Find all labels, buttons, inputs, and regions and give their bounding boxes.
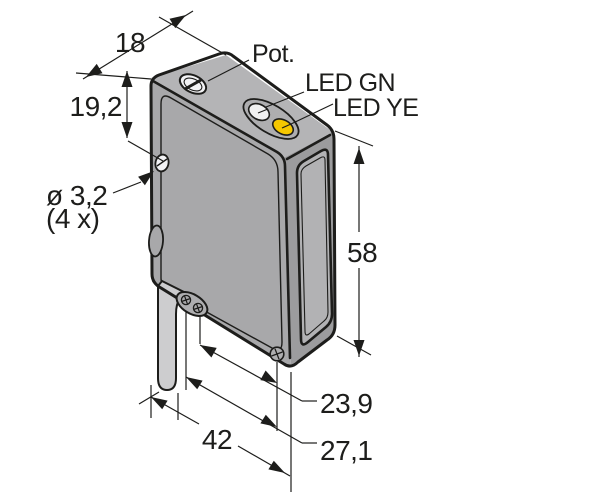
pot-hole: [178, 73, 208, 95]
dimension-23-9: 23,9: [199, 344, 373, 419]
dim-hole-dia-label: ø 3,2: [46, 180, 107, 211]
gland-screw: [192, 302, 204, 314]
dim-arrow: [169, 15, 186, 29]
dim-18-label: 18: [115, 27, 145, 58]
dim-arrow: [353, 340, 365, 356]
led-ye-label: LED YE: [333, 94, 418, 122]
extension-line: [336, 335, 372, 356]
extension-line: [138, 391, 160, 405]
gland-screw: [180, 294, 192, 306]
dim-58-label: 58: [347, 237, 377, 268]
dim-27-1-label: 27,1: [320, 435, 373, 466]
dimension-19-2: 19,2: [70, 71, 133, 138]
body-outline: [149, 51, 337, 368]
led-green: [247, 102, 271, 122]
pot-label: Pot.: [252, 40, 294, 68]
mounting-slot: [148, 224, 164, 258]
dim-arrow: [121, 71, 133, 87]
dim-arrow: [353, 148, 365, 164]
dim-hole-qty-label: (4 x): [46, 203, 100, 234]
dim-arrow: [151, 397, 168, 410]
dimension-layer: 18 19,2 ø 3,2 (4 x) 58: [46, 10, 419, 492]
dimension-18: 18: [82, 10, 194, 80]
dim-19-2-label: 19,2: [70, 91, 123, 122]
corner-screw: [269, 346, 285, 362]
cable-gland: [175, 291, 209, 317]
callout-led-ye: LED YE: [290, 94, 419, 125]
extension-line: [334, 130, 374, 147]
edge-top-side: [285, 133, 332, 161]
dim-arrow: [268, 460, 285, 473]
dim-arrow: [86, 63, 103, 77]
callout-led-gn: LED GN: [265, 69, 396, 108]
leader-line: [207, 59, 250, 82]
sensor-body: [148, 51, 337, 392]
lens-window-inner-line: [300, 156, 329, 336]
leader-line: [265, 91, 305, 108]
leader-line: [290, 103, 334, 125]
dim-arrow: [200, 345, 217, 358]
dimension-42: 42: [150, 396, 291, 477]
extension-line: [158, 16, 227, 56]
dim-42-label: 42: [202, 424, 232, 455]
dimension-27-1: 27,1: [185, 376, 373, 466]
dimension-58: 58: [347, 146, 378, 357]
extension-line: [127, 140, 164, 162]
dimension-hole: ø 3,2 (4 x): [46, 171, 154, 234]
edge-top-front: [151, 79, 292, 360]
dim-arrow: [260, 414, 277, 427]
callout-pot: Pot.: [207, 40, 295, 82]
leader-arrow: [138, 171, 154, 186]
led-gn-label: LED GN: [305, 69, 395, 97]
lens-window: [295, 148, 334, 346]
dim-23-9-label: 23,9: [320, 388, 373, 419]
dim-arrow: [186, 377, 203, 390]
dim-arrow: [260, 370, 277, 383]
dim-arrow: [121, 122, 133, 138]
led-yellow: [271, 118, 295, 136]
